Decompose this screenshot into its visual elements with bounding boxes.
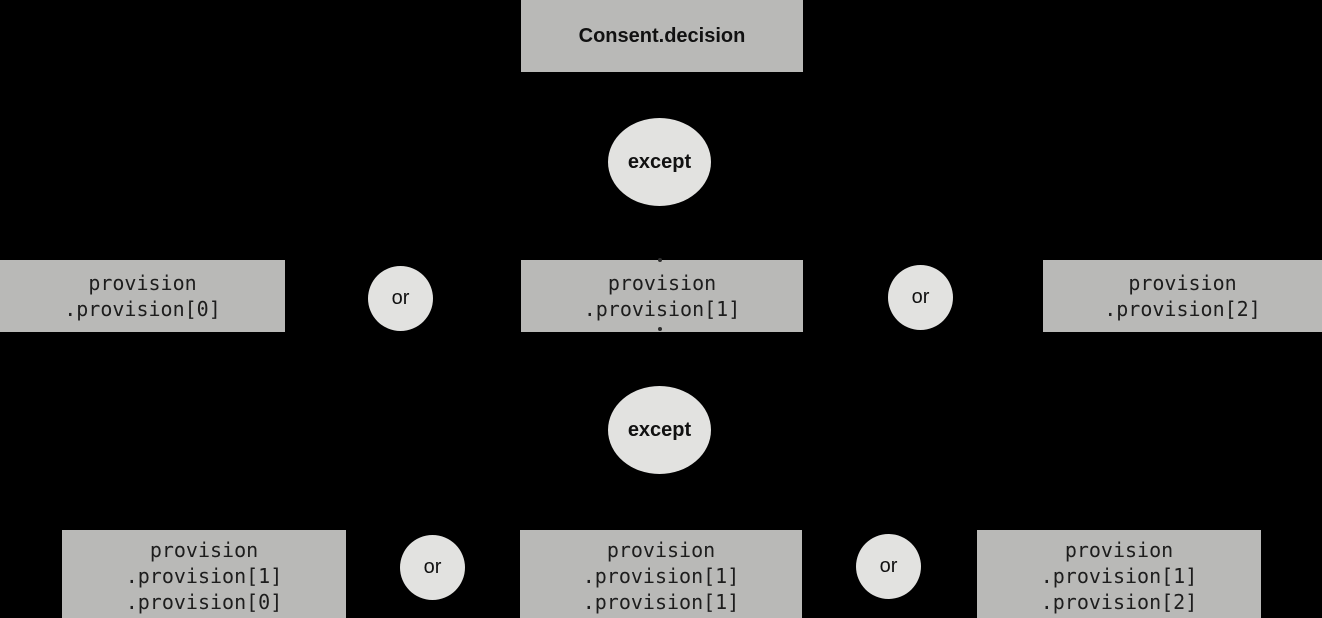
or-label: or (911, 286, 930, 308)
code-line: .provision[2] (1040, 590, 1198, 614)
code-line: .provision[1] (1040, 564, 1198, 588)
code-line: .provision[1] (582, 590, 740, 614)
or-operator-node-2: or (888, 265, 953, 330)
code-line: .provision[1] (583, 297, 741, 321)
or-operator-node-3: or (400, 535, 465, 600)
code-line: .provision[1] (582, 564, 740, 588)
or-operator-node-4: or (856, 534, 921, 599)
connector-dot-bottom (658, 327, 662, 331)
code-line: provision (607, 271, 717, 295)
connector-dot-top (658, 258, 662, 262)
code-line: provision (88, 271, 197, 295)
root-node-consent-decision: Consent.decision (521, 0, 803, 72)
code-line: .provision[0] (64, 297, 221, 321)
provision-node-1-0: provision .provision[1] .provision[0] (62, 530, 346, 618)
provision-node-1-2: provision .provision[1] .provision[2] (977, 530, 1261, 618)
except-operator-node-1: except (608, 118, 711, 206)
root-node-label: Consent.decision (578, 24, 746, 47)
or-label: or (391, 287, 410, 309)
except-operator-node-2: except (608, 386, 711, 474)
code-line: .provision[2] (1104, 297, 1261, 321)
provision-node-0: provision .provision[0] (0, 260, 285, 332)
code-line: .provision[0] (125, 590, 283, 614)
code-line: .provision[1] (125, 564, 283, 588)
or-operator-node-1: or (368, 266, 433, 331)
code-line: provision (149, 538, 259, 562)
code-line: provision (1064, 538, 1174, 562)
except-label: except (627, 418, 692, 441)
or-label: or (879, 555, 898, 577)
code-line: provision (1128, 271, 1237, 295)
code-line: provision (606, 538, 716, 562)
except-label: except (627, 150, 692, 173)
or-label: or (423, 556, 442, 578)
provision-node-1: provision .provision[1] (521, 260, 803, 332)
provision-node-2: provision .provision[2] (1043, 260, 1322, 332)
provision-node-1-1: provision .provision[1] .provision[1] (520, 530, 802, 618)
